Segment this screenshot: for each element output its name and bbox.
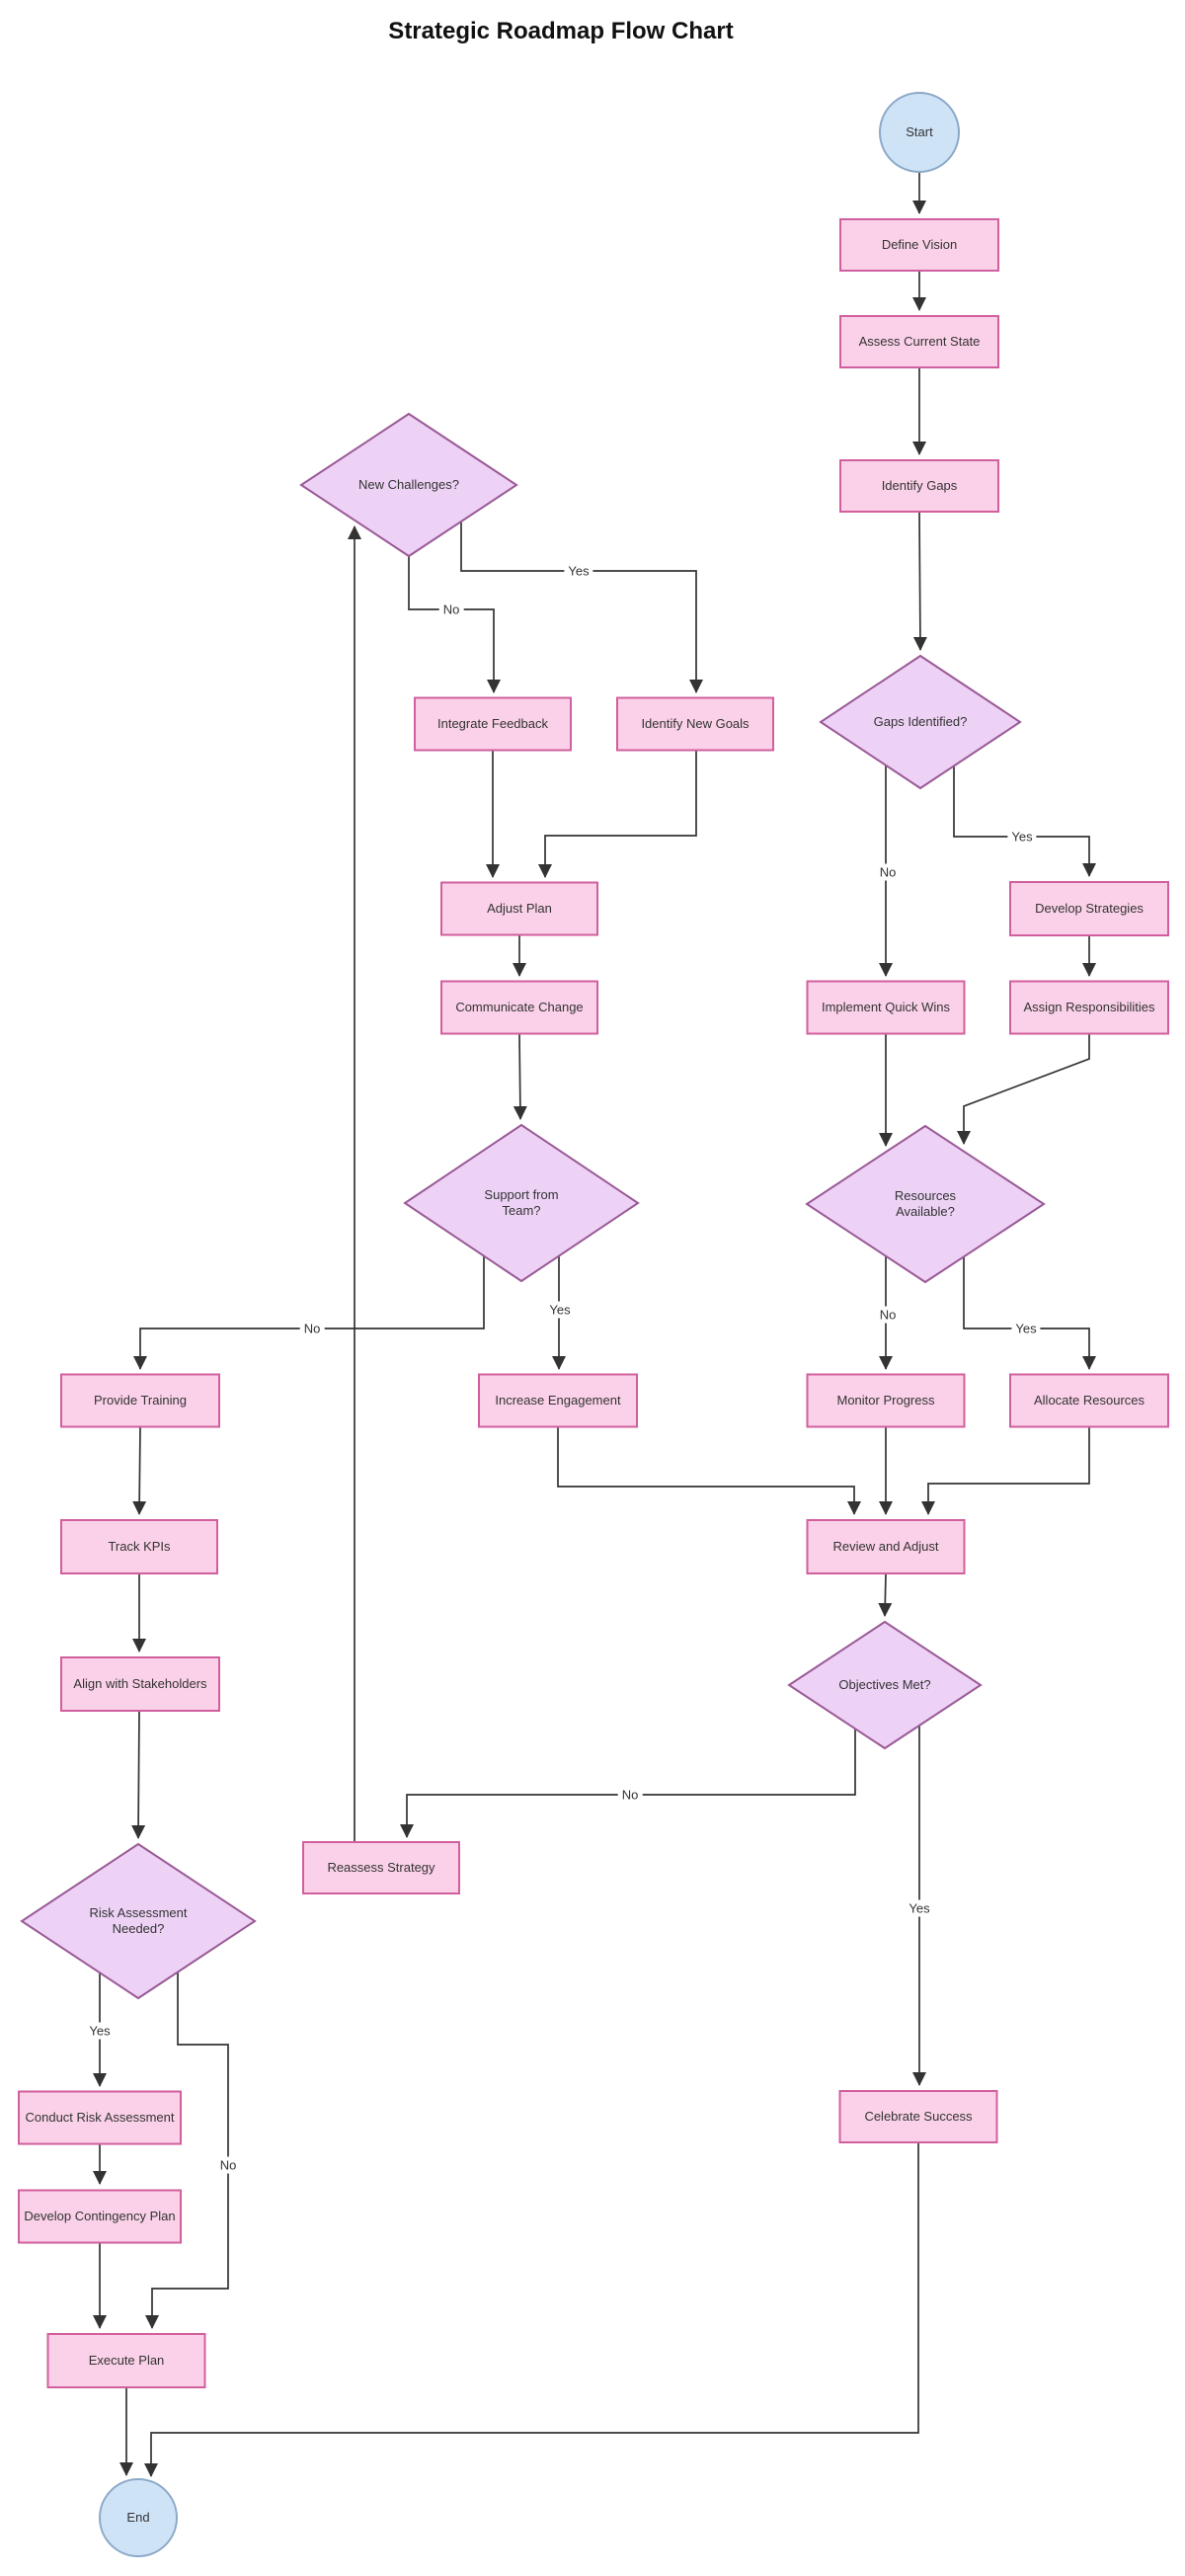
edge-assign-responsibilities-to-resources-available	[957, 1034, 1090, 1145]
node-shape-new-challenges	[299, 412, 518, 558]
node-shape-integrate-feedback	[414, 696, 572, 752]
edge-risk-assessment-needed-to-execute-plan	[145, 1972, 229, 2329]
node-shape-resources-available	[805, 1124, 1046, 1284]
node-shape-allocate-resources	[1009, 1373, 1169, 1428]
node-shape-implement-quick-wins	[806, 980, 966, 1035]
node-shape-start	[879, 92, 960, 173]
edge-review-and-adjust-to-objectives-met	[878, 1572, 893, 1617]
node-shape-assess-current-state	[839, 315, 999, 368]
edge-resources-available-to-allocate-resources	[963, 1256, 1096, 1370]
page-title: Strategic Roadmap Flow Chart	[388, 18, 734, 44]
node-shape-risk-assessment-needed	[20, 1842, 257, 2000]
edge-objectives-met-to-reassess-strategy	[400, 1729, 856, 1838]
node-shape-assign-responsibilities	[1009, 980, 1169, 1035]
node-shape-gaps-identified	[819, 654, 1022, 790]
node-shape-end	[99, 2478, 178, 2557]
node-shape-execute-plan	[46, 2333, 206, 2388]
edge-identify-new-goals-to-adjust-plan	[538, 751, 697, 878]
node-shape-develop-strategies	[1009, 881, 1169, 936]
edge-allocate-resources-to-review-and-adjust	[921, 1427, 1090, 1515]
edge-new-challenges-to-integrate-feedback	[408, 556, 501, 693]
node-shape-support-from-team	[403, 1123, 640, 1283]
edge-increase-engagement-to-review-and-adjust	[557, 1427, 861, 1515]
node-shape-identify-new-goals	[616, 696, 774, 752]
edge-provide-training-to-track-kpis	[132, 1426, 147, 1515]
node-shape-develop-contingency-plan	[18, 2189, 182, 2244]
node-shape-communicate-change	[440, 980, 598, 1035]
node-shape-reassess-strategy	[302, 1841, 460, 1894]
node-layer	[18, 92, 1169, 2557]
edge-support-from-team-to-provide-training	[133, 1256, 485, 1370]
node-shape-align-with-stakeholders	[60, 1656, 220, 1712]
node-shape-identify-gaps	[839, 459, 999, 513]
node-shape-objectives-met	[787, 1620, 983, 1750]
node-shape-track-kpis	[60, 1519, 218, 1574]
node-shape-define-vision	[839, 218, 999, 272]
edge-gaps-identified-to-develop-strategies	[953, 765, 1096, 877]
edge-identify-gaps-to-gaps-identified	[912, 511, 927, 651]
node-shape-provide-training	[60, 1373, 220, 1428]
edge-communicate-change-to-support-from-team	[513, 1033, 527, 1120]
edge-celebrate-success-to-end	[144, 2142, 919, 2477]
node-shape-review-and-adjust	[806, 1519, 966, 1574]
node-shape-celebrate-success	[838, 2090, 998, 2143]
edge-new-challenges-to-identify-new-goals	[460, 522, 703, 693]
node-shape-increase-engagement	[478, 1373, 638, 1428]
node-shape-conduct-risk-assessment	[18, 2090, 182, 2145]
edge-align-with-stakeholders-to-risk-assessment-needed	[131, 1710, 146, 1839]
node-shape-monitor-progress	[806, 1373, 966, 1428]
node-shape-adjust-plan	[440, 881, 598, 936]
